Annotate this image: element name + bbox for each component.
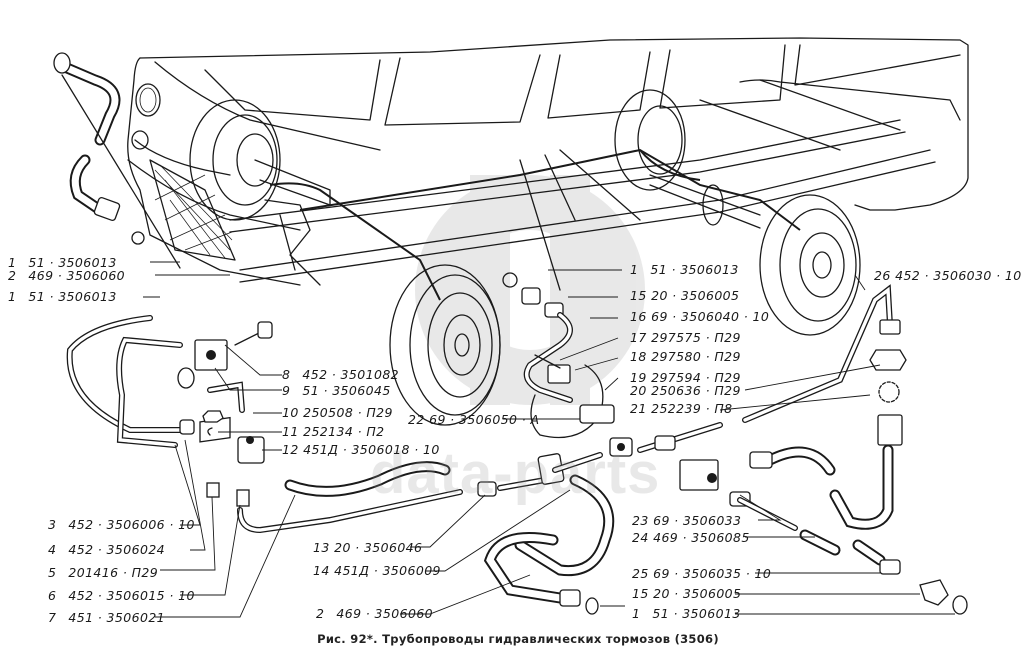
front-hose-assembly (53, 52, 181, 269)
bracket-assembly (502, 272, 615, 439)
callout-label: 6 452 · 3506015 · 10 (48, 588, 195, 603)
callout-label: 18 297580 · П29 (630, 349, 741, 364)
callout-label: 9 51 · 3506045 (282, 383, 391, 398)
callout-label: 3 452 · 3506006 · 10 (48, 517, 195, 532)
callout-label: 2 469 · 3506060 (316, 606, 434, 621)
watermark-text: data-parts (370, 441, 661, 506)
front-tee-assembly (66, 315, 273, 507)
callout-label: 7 451 · 3506021 (48, 610, 166, 625)
callout-label: 2 469 · 3506060 (8, 268, 126, 283)
callout-label: 11 252134 · П2 (282, 424, 385, 439)
callout-label: 17 297575 · П29 (630, 330, 741, 345)
callout-label: 8 452 · 3501082 (282, 367, 400, 382)
leader-lines (143, 261, 955, 618)
callout-label: 1 51 · 3506013 (630, 262, 739, 277)
callout-label: 19 297594 · П29 (630, 370, 741, 385)
callout-label: 24 469 · 3506085 (632, 530, 750, 545)
callout-label: 16 69 · 3506040 · 10 (630, 309, 770, 324)
central-hoses (237, 422, 723, 615)
callout-label: 26 452 · 3506030 · 10 (874, 268, 1022, 283)
figure-caption: Рис. 92*. Трубопроводы гидравлических то… (317, 632, 719, 646)
callout-label: 1 51 · 3506013 (8, 289, 117, 304)
callout-label: 12 451Д · 3506018 · 10 (282, 442, 440, 457)
callout-label: 15 20 · 3506005 (632, 586, 742, 601)
callout-label: 10 250508 · П29 (282, 405, 393, 420)
callout-label: 14 451Д · 3506009 (313, 563, 441, 578)
front-wheel (389, 264, 501, 426)
rear-fittings (729, 284, 968, 615)
callout-label: 20 250636 · П29 (630, 383, 741, 398)
callout-label: 4 452 · 3506024 (48, 542, 166, 557)
callout-label: 22 69 · 3506050 · А (408, 412, 540, 427)
front-hub (189, 99, 331, 221)
rear-axle (614, 89, 861, 336)
callout-label: 13 20 · 3506046 (313, 540, 423, 555)
chassis-brake-lines (264, 148, 801, 301)
callout-label: 1 51 · 3506013 (632, 606, 741, 621)
callout-label: 23 69 · 3506033 (632, 513, 742, 528)
vehicle-body-outline (127, 37, 969, 286)
callout-label: 25 69 · 3506035 · 10 (632, 566, 772, 581)
callout-label: 21 252239 · П8 (630, 401, 733, 416)
callout-label: 1 51 · 3506013 (8, 255, 117, 270)
callout-label: 15 20 · 3506005 (630, 288, 740, 303)
callout-label: 5 201416 · П29 (48, 565, 159, 580)
